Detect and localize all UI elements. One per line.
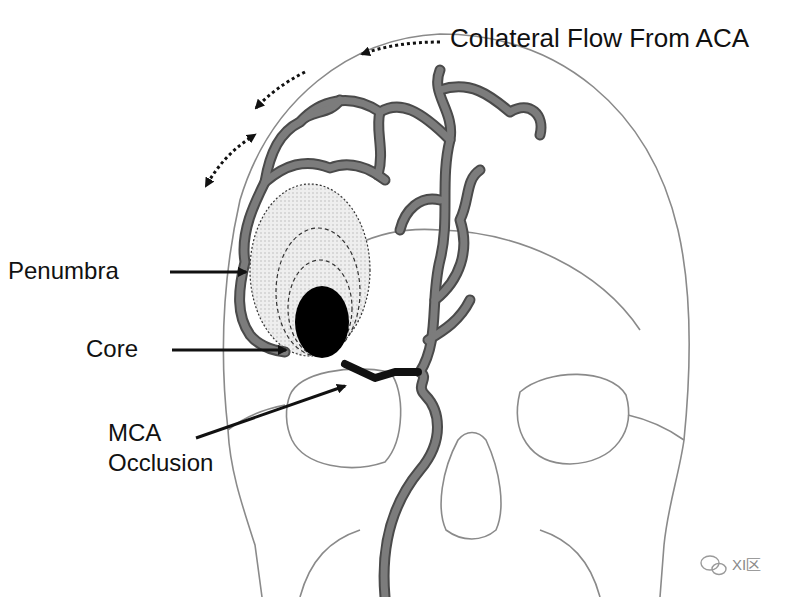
callout-label: Collateral Flow From ACA — [450, 22, 790, 54]
vessels — [240, 70, 541, 597]
region-label: Core — [86, 334, 176, 364]
leader-arrows — [170, 272, 345, 438]
region-label: Penumbra — [8, 256, 168, 286]
watermark: XI区 — [732, 556, 800, 574]
skull-outline — [224, 34, 690, 597]
occlusion-label: MCA Occlusion — [108, 418, 238, 478]
collateral-arrows — [206, 42, 440, 186]
core-region — [295, 286, 349, 358]
watermark-icon — [701, 556, 726, 575]
